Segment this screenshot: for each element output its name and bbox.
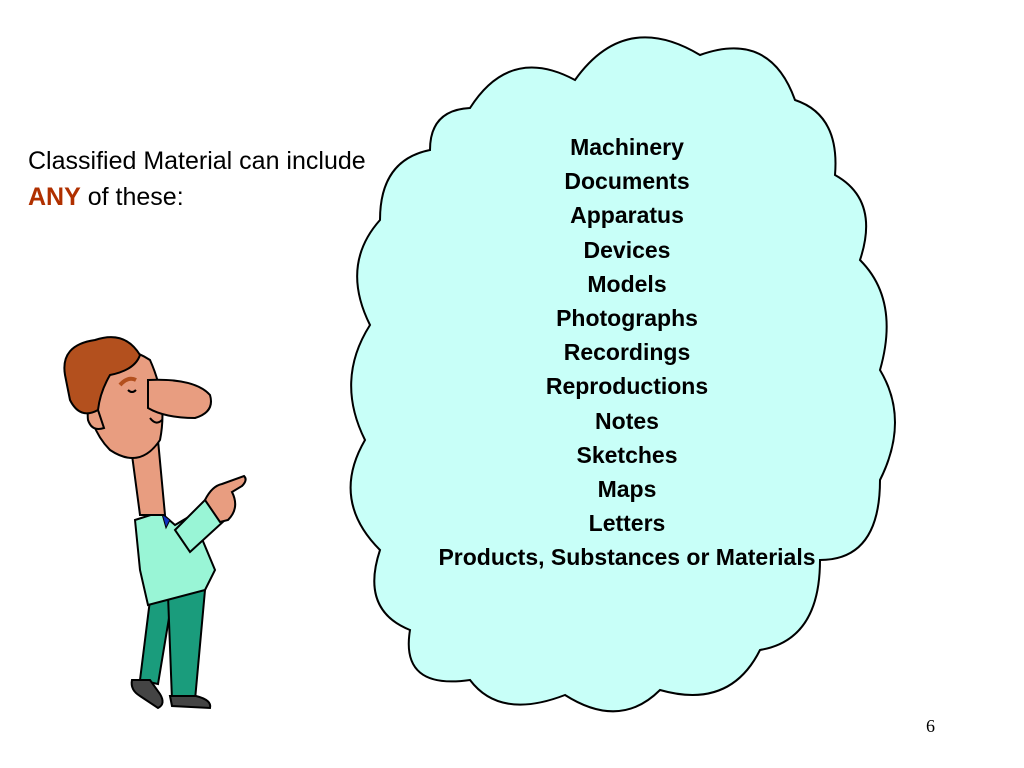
intro-line-2-rest: of these: [87, 183, 184, 211]
classified-material-list: Machinery Documents Apparatus Devices Mo… [377, 130, 877, 575]
list-item: Maps [597, 476, 657, 503]
any-emphasis: ANY [28, 183, 81, 211]
list-item: Documents [564, 168, 690, 195]
eyebrow [118, 376, 137, 387]
list-item: Notes [595, 407, 659, 434]
mouth [149, 417, 163, 424]
eye [127, 389, 137, 393]
list-item: Sketches [576, 441, 678, 468]
front-shoe [168, 695, 212, 710]
list-item: Models [587, 270, 667, 297]
intro-text: Classified Material can include ANY of t… [28, 143, 366, 215]
front-leg [166, 588, 207, 701]
list-item: Reproductions [545, 373, 709, 400]
list-item: Devices [583, 236, 671, 263]
page-number: 6 [926, 716, 935, 736]
list-item: Apparatus [570, 202, 684, 229]
back-shoe [130, 679, 164, 710]
back-leg [138, 599, 174, 686]
nose [147, 378, 212, 420]
list-item: Letters [588, 510, 666, 537]
tie [161, 512, 171, 530]
pointing-hand [203, 474, 247, 524]
hair [63, 336, 142, 415]
list-item: Machinery [570, 134, 684, 160]
cloud-shape [349, 36, 896, 713]
list-item: Recordings [563, 339, 691, 366]
intro-line-2: ANY of these: [28, 179, 366, 215]
intro-line-1: Classified Material can include [28, 147, 366, 175]
list-item: Photographs [556, 305, 698, 332]
list-item: Products, Substances or Materials [438, 544, 816, 571]
